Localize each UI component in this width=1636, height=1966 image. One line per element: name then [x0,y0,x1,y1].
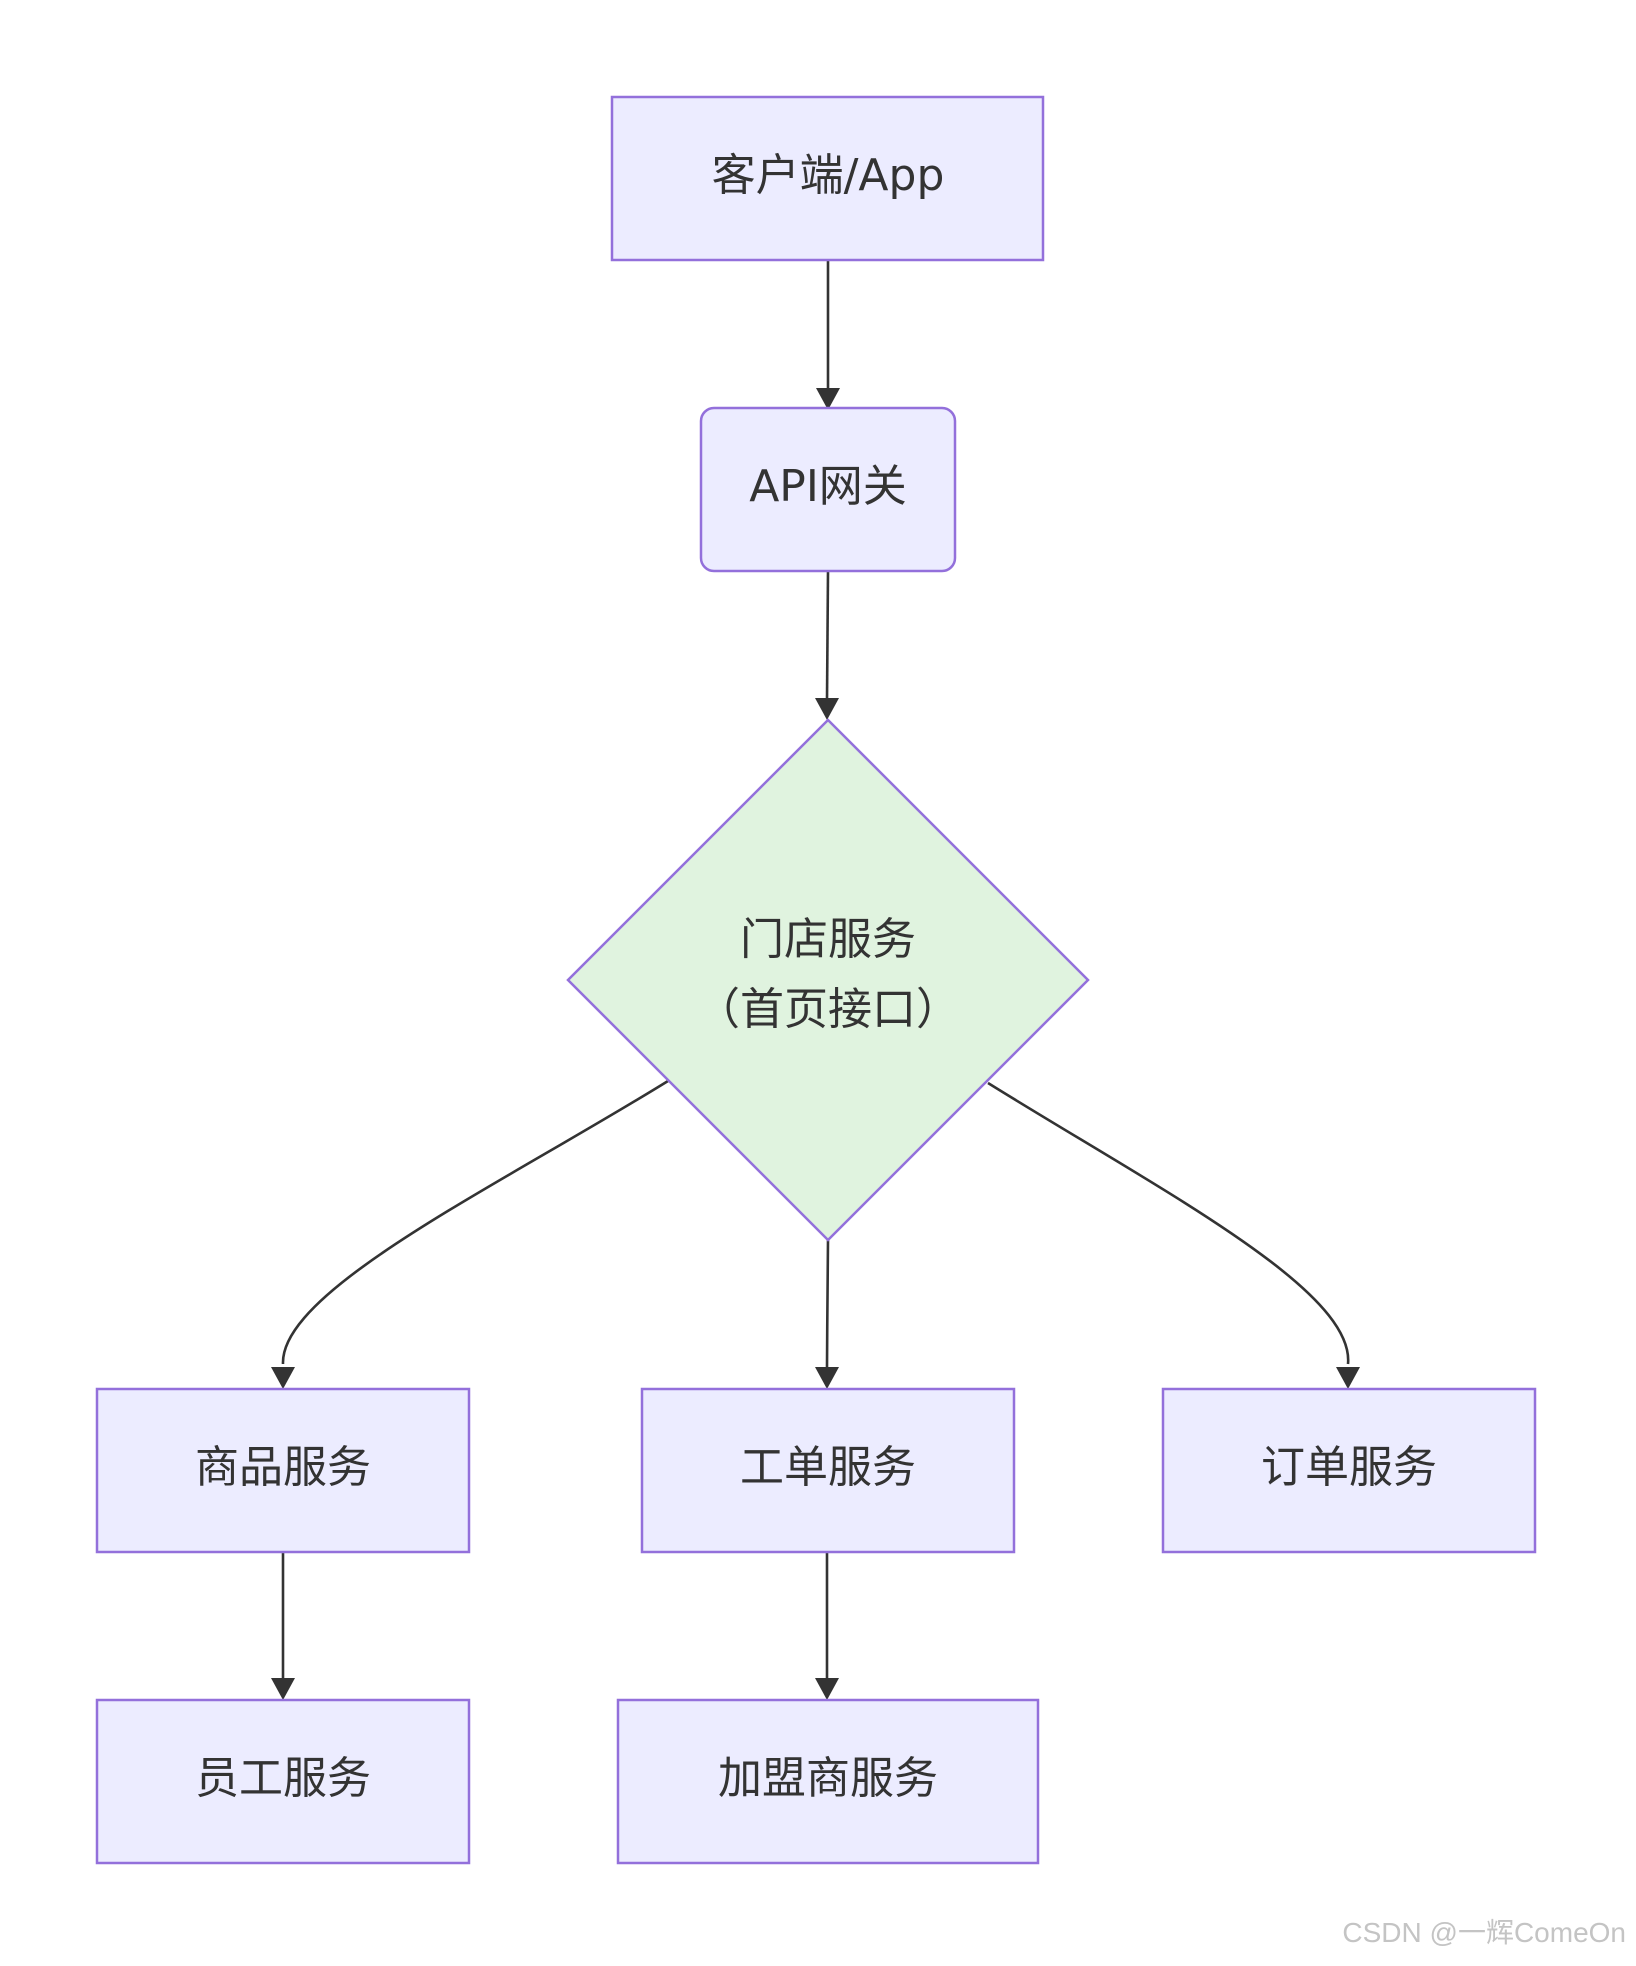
node-franchise-label: 加盟商服务 [718,1753,938,1804]
node-store-decision[interactable]: 门店服务 （首页接口） [566,718,1090,1242]
arrowhead-icon [816,388,840,410]
arrowhead-icon [815,698,839,720]
arrowhead-icon [815,1678,839,1700]
node-gateway-label: API网关 [749,461,907,512]
node-product[interactable]: 商品服务 [95,1387,471,1554]
edge-gateway-to-store [825,570,830,701]
node-workorder[interactable]: 工单服务 [640,1387,1016,1554]
edge-store-to-product [281,1079,669,1365]
edge-store-to-order [987,1081,1350,1365]
node-employee[interactable]: 员工服务 [95,1698,471,1865]
node-gateway[interactable]: API网关 [699,406,957,573]
node-store-label-line1: 门店服务 [740,914,916,965]
node-client-label: 客户端/App [712,150,945,201]
node-order-label: 订单服务 [1261,1442,1437,1493]
node-product-label: 商品服务 [195,1442,371,1493]
node-order[interactable]: 订单服务 [1161,1387,1537,1554]
node-workorder-label: 工单服务 [740,1442,916,1493]
arrowhead-icon [271,1678,295,1700]
node-client[interactable]: 客户端/App [610,95,1045,262]
edges [271,260,1360,1700]
node-franchise[interactable]: 加盟商服务 [616,1698,1040,1865]
arrowhead-icon [271,1367,295,1389]
arrowhead-icon [815,1367,839,1389]
edge-store-to-workorder [825,1239,830,1368]
node-employee-label: 员工服务 [195,1753,371,1804]
node-store-label-line2: （首页接口） [696,984,960,1035]
arrowhead-icon [1336,1367,1360,1389]
watermark-text: CSDN @一辉ComeOn [1342,1917,1626,1948]
